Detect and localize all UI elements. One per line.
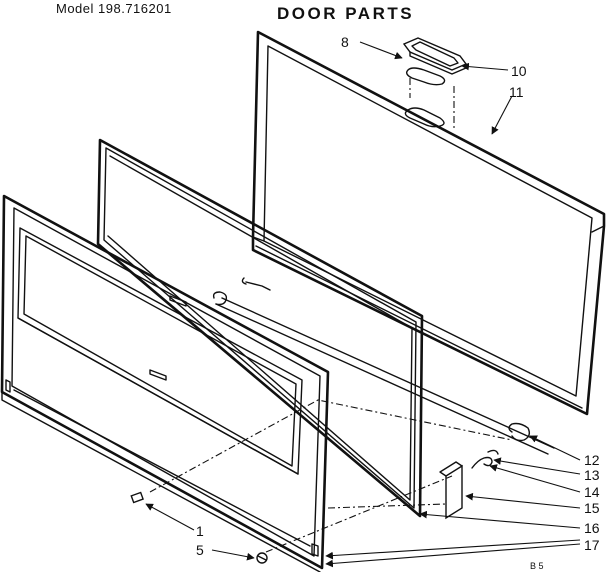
clip-part (130, 491, 144, 504)
callout-13: 13 (584, 467, 600, 483)
front-door-frame (0, 194, 330, 572)
outer-door-frame (251, 30, 606, 416)
bracket-part (439, 461, 463, 520)
diagram-title: DOOR PARTS (277, 4, 414, 23)
callout-17: 17 (584, 537, 600, 553)
callout-12: 12 (584, 452, 600, 468)
hinge-rod (212, 277, 555, 455)
hook-part (471, 449, 499, 469)
callout-8: 8 (341, 34, 349, 50)
callout-15: 15 (584, 500, 600, 516)
model-number: Model 198.716201 (56, 1, 172, 16)
oval-insert-part (405, 67, 446, 86)
screw-part (256, 552, 268, 564)
callout-1: 1 (196, 523, 204, 539)
callout-10: 10 (511, 63, 527, 79)
corner-code: B 5 (530, 561, 544, 571)
callout-11: 11 (509, 84, 524, 100)
callout-14: 14 (584, 484, 600, 500)
outer-frame-slot (404, 107, 445, 128)
callout-5: 5 (196, 542, 204, 558)
callout-16: 16 (584, 520, 600, 536)
spring-part (508, 422, 531, 442)
